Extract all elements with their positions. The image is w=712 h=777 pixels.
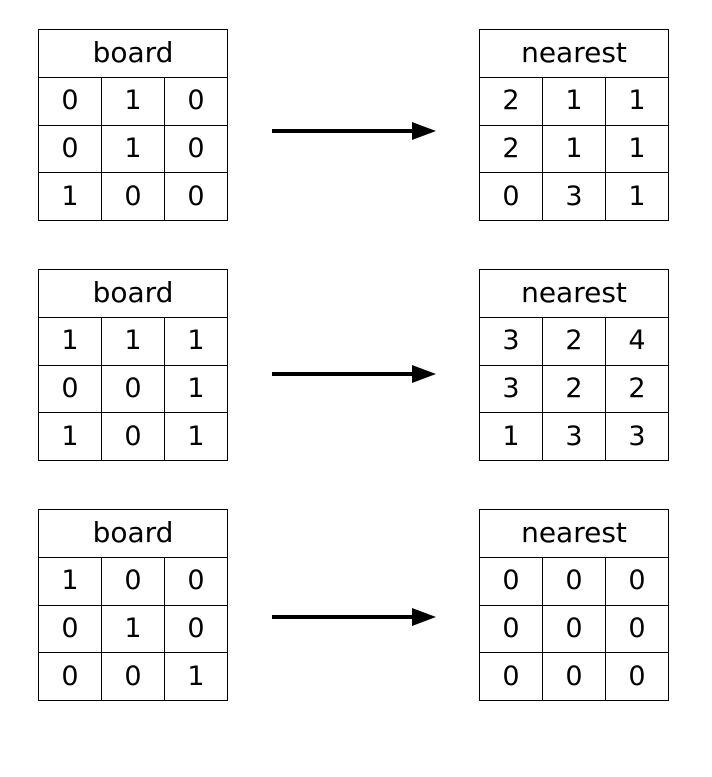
board-cell: 1 (38, 316, 102, 366)
board-title: board (38, 509, 228, 558)
board-title: board (38, 269, 228, 318)
board-cell: 1 (164, 412, 228, 461)
board-cell: 1 (38, 556, 102, 606)
nearest-cell: 4 (605, 316, 669, 366)
nearest-cell: 0 (542, 604, 606, 654)
board-title: board (38, 29, 228, 78)
board-cell: 0 (164, 172, 228, 221)
board-cell: 1 (101, 76, 165, 126)
right-arrow-icon (272, 608, 436, 626)
nearest-cell: 1 (542, 124, 606, 174)
nearest-cell: 3 (605, 412, 669, 461)
board-cell: 1 (101, 316, 165, 366)
board-table-1: board 0 1 0 0 1 0 1 0 0 (38, 29, 228, 221)
nearest-cell: 1 (605, 172, 669, 221)
board-cell: 0 (164, 604, 228, 654)
board-cell: 0 (38, 652, 102, 701)
nearest-table-3: nearest 0 0 0 0 0 0 0 0 0 (479, 509, 669, 701)
nearest-cell: 2 (542, 316, 606, 366)
right-arrow-icon (272, 122, 436, 140)
board-cell: 1 (101, 604, 165, 654)
board-cell: 0 (38, 604, 102, 654)
nearest-cell: 0 (605, 556, 669, 606)
board-cell: 0 (101, 412, 165, 461)
nearest-cell: 0 (479, 604, 543, 654)
nearest-cell: 3 (479, 364, 543, 414)
nearest-title: nearest (479, 269, 669, 318)
board-cell: 1 (164, 652, 228, 701)
nearest-cell: 0 (605, 652, 669, 701)
nearest-cell: 2 (605, 364, 669, 414)
board-cell: 1 (164, 316, 228, 366)
board-cell: 1 (38, 172, 102, 221)
board-cell: 0 (101, 172, 165, 221)
board-cell: 1 (38, 412, 102, 461)
nearest-table-2: nearest 3 2 4 3 2 2 1 3 3 (479, 269, 669, 461)
nearest-cell: 1 (605, 76, 669, 126)
nearest-cell: 1 (542, 76, 606, 126)
nearest-cell: 1 (605, 124, 669, 174)
board-cell: 1 (164, 364, 228, 414)
board-cell: 0 (101, 652, 165, 701)
nearest-cell: 3 (542, 172, 606, 221)
nearest-cell: 2 (542, 364, 606, 414)
board-table-3: board 1 0 0 0 1 0 0 0 1 (38, 509, 228, 701)
board-cell: 0 (38, 76, 102, 126)
nearest-title: nearest (479, 29, 669, 78)
nearest-cell: 2 (479, 76, 543, 126)
nearest-cell: 0 (542, 652, 606, 701)
nearest-cell: 0 (479, 652, 543, 701)
board-cell: 1 (101, 124, 165, 174)
nearest-cell: 0 (479, 172, 543, 221)
board-table-2: board 1 1 1 0 0 1 1 0 1 (38, 269, 228, 461)
nearest-cell: 2 (479, 124, 543, 174)
board-cell: 0 (164, 556, 228, 606)
nearest-cell: 1 (479, 412, 543, 461)
board-cell: 0 (164, 76, 228, 126)
board-cell: 0 (101, 364, 165, 414)
nearest-cell: 0 (479, 556, 543, 606)
board-cell: 0 (38, 364, 102, 414)
board-cell: 0 (38, 124, 102, 174)
nearest-cell: 0 (605, 604, 669, 654)
nearest-cell: 0 (542, 556, 606, 606)
nearest-cell: 3 (479, 316, 543, 366)
board-cell: 0 (101, 556, 165, 606)
nearest-title: nearest (479, 509, 669, 558)
nearest-cell: 3 (542, 412, 606, 461)
board-cell: 0 (164, 124, 228, 174)
nearest-table-1: nearest 2 1 1 2 1 1 0 3 1 (479, 29, 669, 221)
right-arrow-icon (272, 365, 436, 383)
